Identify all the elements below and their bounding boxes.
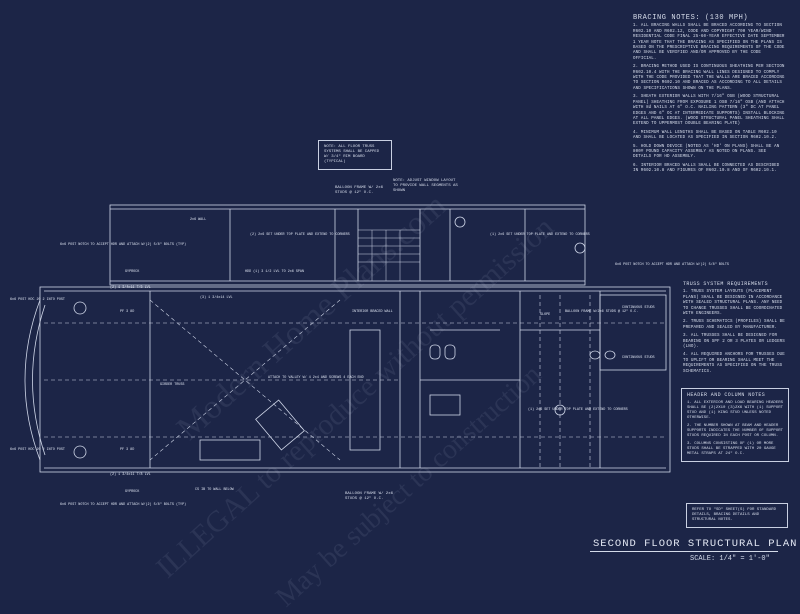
- main-body-walls: [39, 286, 671, 473]
- spring-label-b: GYPROCK: [125, 490, 140, 494]
- attach-valley-note: ATTACH TO VALLEY W/ 4 2x4 AND SCREWS 4 E…: [268, 375, 364, 380]
- interior-braced-note: INTERIOR BRACED WALL: [352, 310, 393, 314]
- truss-notes-header: TRUSS SYSTEM REQUIREMENTS: [683, 281, 769, 287]
- spring-label-a: GYPROCK: [125, 270, 140, 274]
- ext-corner-note-1: (2) 2x6 SET UNDER TOP PLATE AND EXTEND T…: [250, 232, 350, 237]
- truss-note: 1. TRUSS SYSTEM LAYOUTS (PLACEMENT PLANS…: [683, 290, 783, 317]
- floor-plan: [24, 204, 671, 473]
- bracing-note: 3. SHEATH EXTERIOR WALLS WITH 7/16" OSB …: [633, 95, 785, 127]
- post-note-r: 6x6 POST NOTCH TO ACCEPT HDR AND ATTACH …: [615, 262, 729, 267]
- sheet-scale: SCALE: 1/4" = 1'-0": [690, 555, 770, 563]
- truss-note: 3. ALL TRUSSES SHALL BE DESIGNED FOR BEA…: [683, 334, 785, 350]
- ext-corner-note-2: (1) 2x6 SET UNDER TOP PLATE AND EXTEND T…: [490, 232, 590, 237]
- bracing-note: 1. ALL BRACING WALLS SHALL BE BRACED ACC…: [633, 24, 785, 61]
- slope-label: SLOPE: [540, 313, 550, 317]
- truss-notes: TRUSS SYSTEM REQUIREMENTS 1. TRUSS SYSTE…: [683, 281, 788, 378]
- floor-trusses-note: NOTE: ALL FLOOR TRUSS SYSTEMS SHALL BE C…: [318, 140, 392, 170]
- post-note-l1: 6x6 POST HDC 20 2 INTO POST: [10, 298, 65, 302]
- bracing-note: 5. HOLD DOWN DEVICE (NOTED AS 'HD' ON PL…: [633, 144, 780, 160]
- bracing-note: 2. BRACING METHOD USED IS CONTINUOUS SHE…: [633, 65, 785, 91]
- cs-ib-note: CS IB TO WALL BELOW: [195, 488, 235, 492]
- blueprint-sheet: Modern Home Plans.com ILLEGAL to reprodu…: [10, 14, 798, 614]
- header-column-note: 2. THE NUMBER SHOWN AT BEAM AND HEADER S…: [687, 424, 784, 438]
- bracing-notes: BRACING NOTES: (130 MPH) 1. ALL BRACING …: [633, 14, 785, 178]
- balloon-bottom-note: BALLOON FRAME W/ 2x6 STUDS @ 12" O.C.: [345, 492, 394, 501]
- top-wall-note: 2x6 WALL: [190, 218, 206, 222]
- header-column-note: 3. COLUMNS CONSISTING OF (1) OR MORE STU…: [687, 442, 776, 456]
- truss-note: 4. ALL REQUIRED ANCHORS FOR TRUSSES DUE …: [683, 353, 785, 374]
- girder-label: GIRDER TRUSS: [160, 383, 184, 387]
- refer-note: REFER TO "SD" SHEET(S) FOR STANDARD DETA…: [686, 503, 788, 528]
- post-note-bl: 6x6 POST NOTCH TO ACCEPT HDR AND ATTACH …: [60, 502, 186, 507]
- ext-corner-note-3: (1) 2x6 SET UNDER TOP PLATE AND EXTEND T…: [528, 407, 628, 412]
- balloon-right-note: BALLOON FRAME W/2x6 STUDS @ 12" O.C.: [565, 309, 638, 314]
- header-column-notes: HEADER AND COLUMN NOTES 1. ALL EXTERIOR …: [681, 388, 789, 462]
- continuous-studs-top: CONTINUOUS STUDS: [622, 306, 655, 310]
- continuous-studs-bottom: CONTINUOUS STUDS: [622, 356, 655, 360]
- bracing-note: 6. INTERIOR BRACED WALLS SHALL BE CONNEC…: [633, 163, 780, 174]
- balloon-top-note: BALLOON FRAME W/ 2x6 STUDS @ 12" O.C.: [335, 186, 384, 195]
- bracing-notes-header: BRACING NOTES: (130 MPH): [633, 14, 749, 22]
- lvl-bottom-label: (2) 1 3/4x11 7/8 LVL: [110, 472, 151, 477]
- header-column-note: 1. ALL EXTERIOR AND LOAD BEARING HEADERS…: [687, 401, 784, 420]
- bracing-note: 4. MINIMUM WALL LENGTHS SHALL BE BASED O…: [633, 130, 777, 141]
- adjust-window-note: NOTE: ADJUST WINDOW LAYOUT TO PROVIDE WA…: [393, 179, 458, 193]
- post-note-l2: 6x6 POST HDC 20 2 INTO POST: [10, 448, 65, 452]
- wall-tag-a: PF 3 8D: [120, 310, 134, 314]
- lvl-mid-label: (3) 1 3/4x14 LVL: [200, 295, 233, 300]
- post-note-tl: 6x6 POST NOTCH TO ACCEPT HDR AND ATTACH …: [60, 242, 186, 247]
- plan-labels: 6x6 POST NOTCH TO ACCEPT HDR AND ATTACH …: [10, 218, 729, 507]
- title-underline: [590, 551, 778, 552]
- truss-note: 2. TRUSS SCHEMATICS (PROFILES) SHALL BE …: [683, 320, 785, 330]
- upper-wing-walls: [109, 204, 586, 286]
- header-column-header: HEADER AND COLUMN NOTES: [687, 392, 766, 398]
- hdd-note: HDD (1) 3 1/2 LVL TO 2x6 SPAN: [245, 269, 304, 274]
- lvl-top-label: (2) 1 3/4x11 7/8 LVL: [110, 285, 151, 290]
- sheet-title: SECOND FLOOR STRUCTURAL PLAN: [593, 538, 798, 550]
- wall-tag-b: PF 3 8D: [120, 448, 134, 452]
- bay-window: [24, 299, 41, 461]
